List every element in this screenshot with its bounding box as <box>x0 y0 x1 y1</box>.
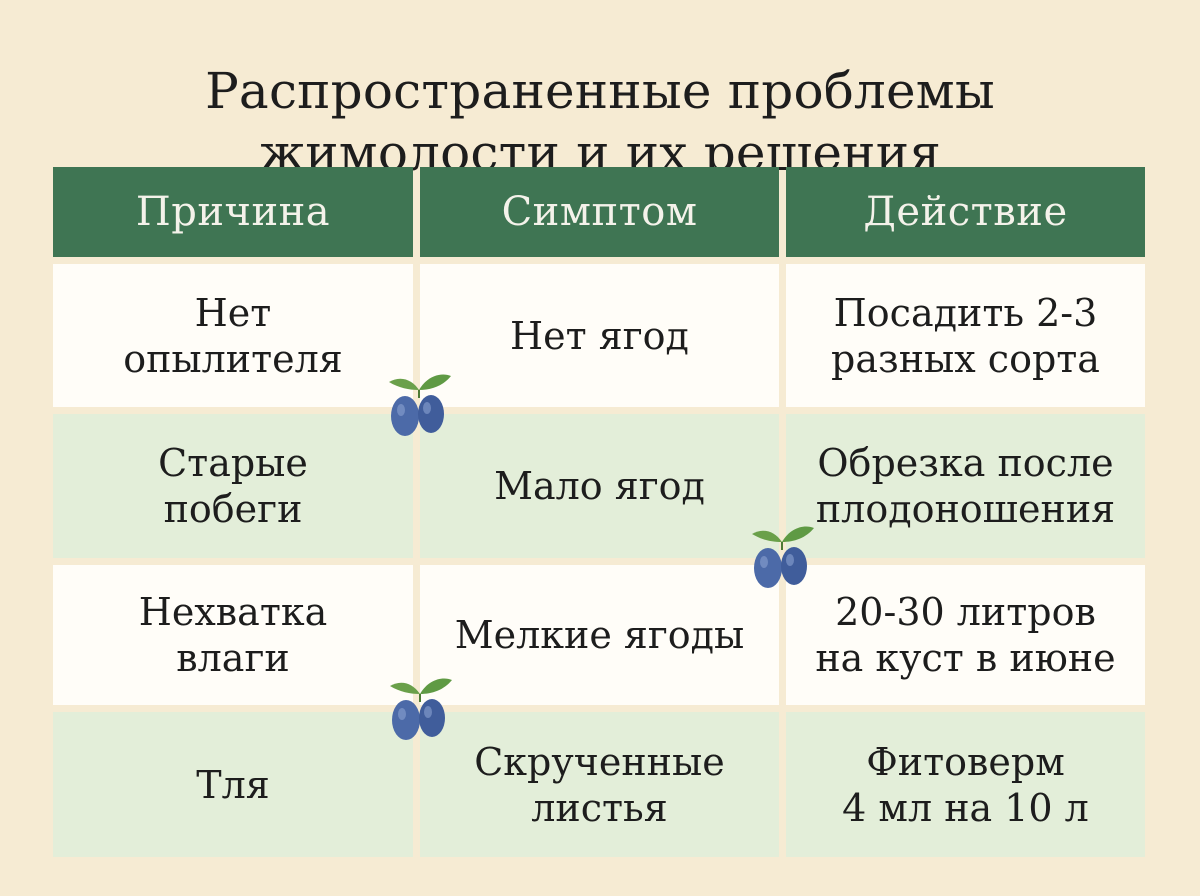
symptom-cell: Скрученные листья <box>420 712 779 857</box>
cause-cell: Нехватка влаги <box>53 565 413 705</box>
title-line-1: Распространенные проблемы <box>205 61 995 120</box>
action-cell: Фитоверм 4 мл на 10 л <box>786 712 1145 857</box>
cause-cell: Старые побеги <box>53 414 413 558</box>
honeysuckle-berry-icon <box>389 374 451 436</box>
symptom-cell: Мелкие ягоды <box>420 565 779 705</box>
header-action: Действие <box>786 167 1145 257</box>
table-row: Старые побеги Мало ягод Обрезка после пл… <box>53 414 1145 558</box>
symptom-cell: Нет ягод <box>420 264 779 407</box>
action-cell: Посадить 2-3 разных сорта <box>786 264 1145 407</box>
action-cell: 20-30 литров на куст в июне <box>786 565 1145 705</box>
action-cell: Обрезка после плодоношения <box>786 414 1145 558</box>
page-title: Распространенные проблемы жимолости и их… <box>0 60 1200 184</box>
table-row: Тля Скрученные листья Фитоверм 4 мл на 1… <box>53 712 1145 857</box>
honeysuckle-berry-icon <box>752 526 814 588</box>
table-row: Нехватка влаги Мелкие ягоды 20-30 литров… <box>53 565 1145 705</box>
cause-cell: Нет опылителя <box>53 264 413 407</box>
honeysuckle-berry-icon <box>390 678 452 740</box>
table-header-row: Причина Симптом Действие <box>53 167 1145 257</box>
table-row: Нет опылителя Нет ягод Посадить 2-3 разн… <box>53 264 1145 407</box>
header-cause: Причина <box>53 167 413 257</box>
header-symptom: Симптом <box>420 167 779 257</box>
symptom-cell: Мало ягод <box>420 414 779 558</box>
cause-cell: Тля <box>53 712 413 857</box>
